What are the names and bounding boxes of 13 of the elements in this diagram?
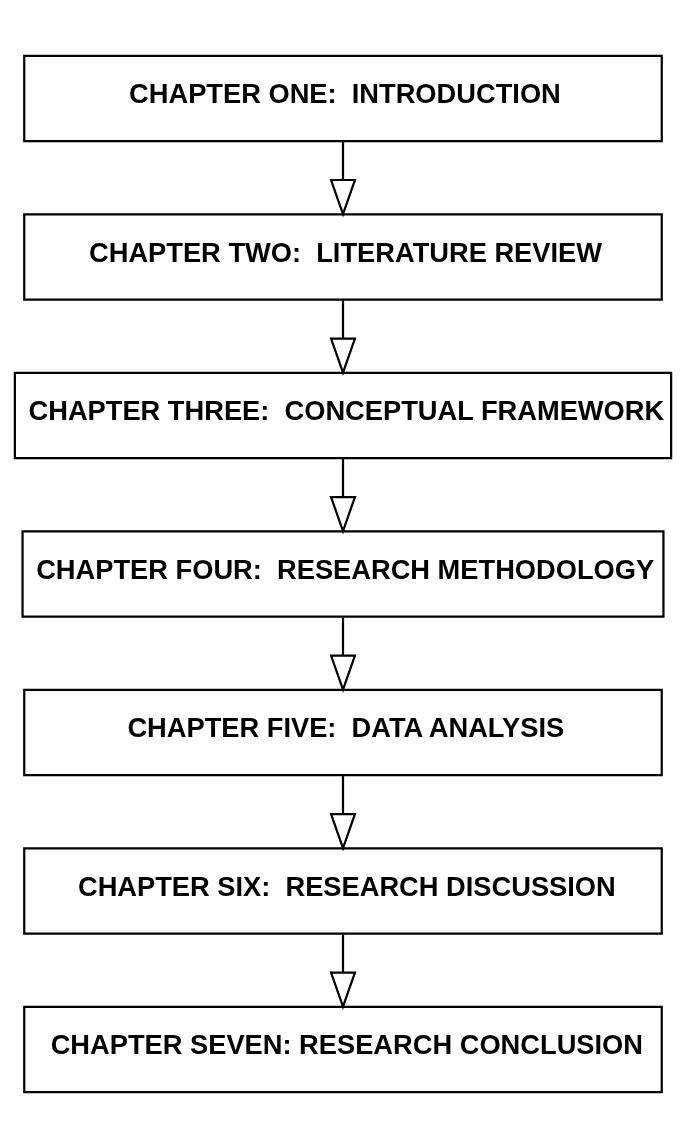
- node-box: CHAPTER SEVEN: RESEARCH CONCLUSION: [23, 1005, 663, 1093]
- arrow: [329, 141, 357, 217]
- node-box: CHAPTER FOUR: RESEARCH METHODOLOGY: [21, 529, 665, 618]
- node-box: CHAPTER TWO: LITERATURE REVIEW: [23, 212, 663, 301]
- node-box: CHAPTER ONE: INTRODUCTION: [23, 54, 663, 142]
- node-box: CHAPTER SIX: RESEARCH DISCUSSION: [23, 846, 663, 935]
- arrow: [329, 775, 357, 852]
- arrow: [329, 616, 357, 693]
- arrow: [329, 933, 357, 1010]
- node-box: CHAPTER FIVE: DATA ANALYSIS: [23, 688, 663, 776]
- arrow: [329, 458, 357, 534]
- node-box: CHAPTER THREE: CONCEPTUAL FRAMEWORK: [13, 371, 673, 459]
- arrow: [329, 299, 357, 376]
